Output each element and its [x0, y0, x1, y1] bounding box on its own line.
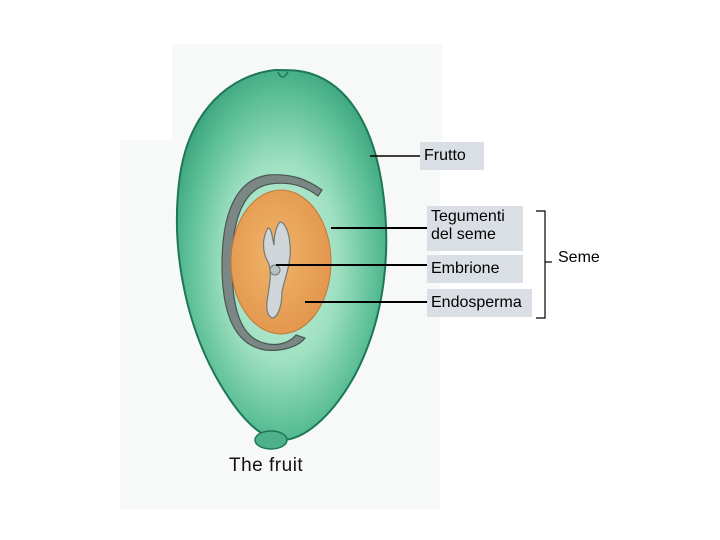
- diagram-caption: The fruit: [229, 455, 304, 476]
- label-embrione: Embrione: [427, 255, 523, 283]
- label-endosperma: Endosperma: [427, 289, 532, 317]
- fruit-apex: [277, 71, 289, 78]
- seme-bracket: [536, 210, 546, 319]
- seed-coat: [221, 174, 323, 351]
- embryo-radicle: [269, 264, 281, 276]
- label-frutto: Frutto: [420, 142, 484, 170]
- label-tegumenti-del-seme: Tegumenti del seme: [427, 206, 523, 251]
- fruit-stalk: [254, 430, 288, 450]
- label-seme: Seme: [552, 244, 618, 272]
